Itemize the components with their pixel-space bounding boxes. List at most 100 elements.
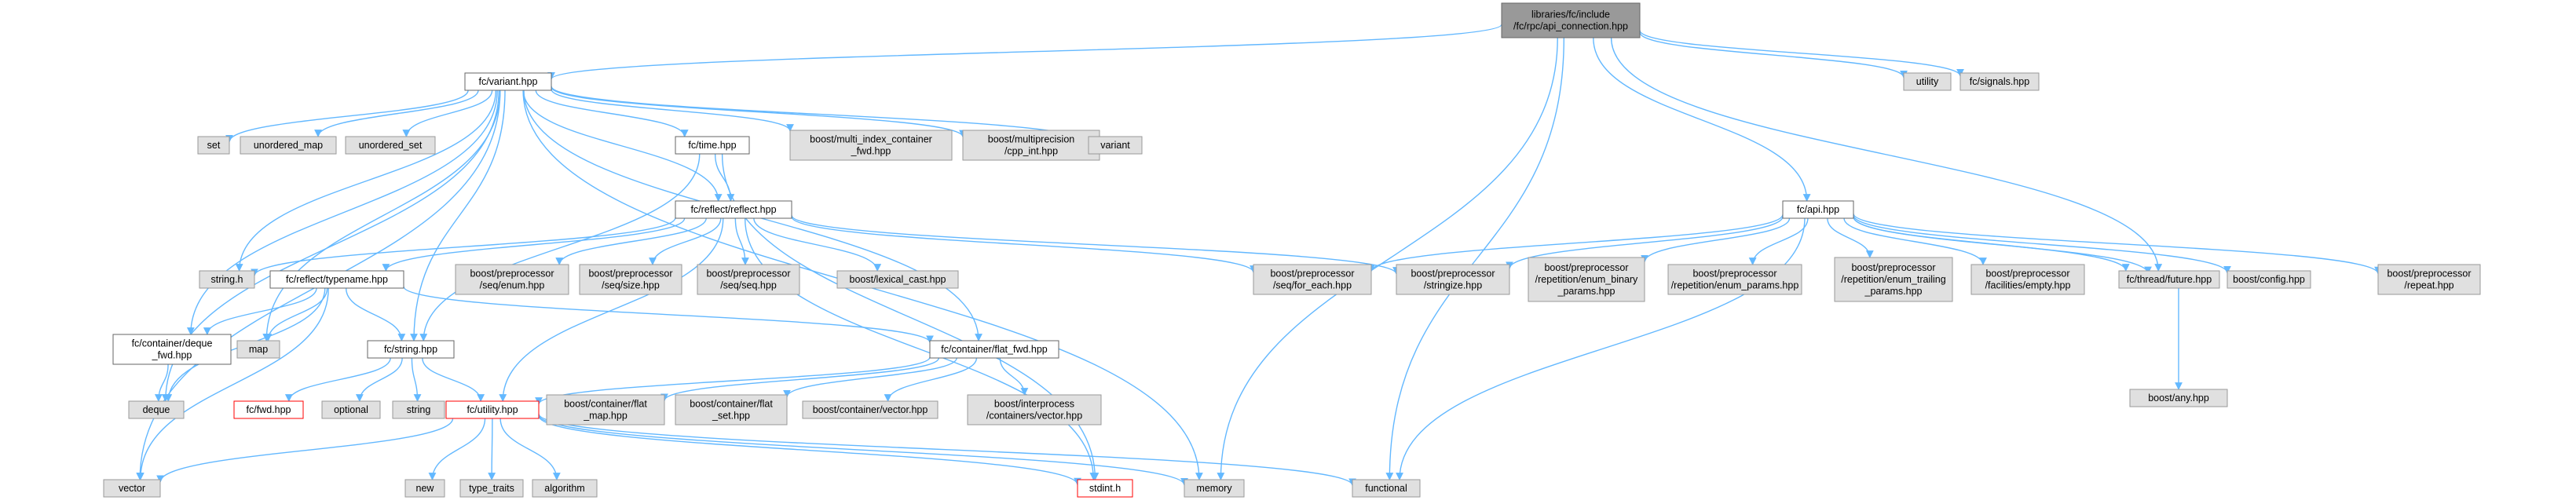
node-fwd[interactable]: fc/fwd.hpp bbox=[233, 400, 304, 419]
node-box bbox=[128, 400, 185, 419]
node-lexical_cast: boost/lexical_cast.hpp bbox=[836, 270, 959, 289]
edge-variant-to-deque_fwd bbox=[186, 89, 498, 335]
edge-api-to-config bbox=[1853, 214, 2231, 274]
node-box bbox=[697, 264, 800, 295]
node-variant_std: variant bbox=[1088, 136, 1143, 155]
node-label: string.h bbox=[211, 274, 243, 285]
node-unordered_set: unordered_set bbox=[345, 136, 436, 155]
node-label: fc/container/deque bbox=[132, 338, 213, 349]
edge-api-to-enum_binary bbox=[1641, 217, 1791, 263]
edge-deque_fwd-to-deque bbox=[154, 363, 169, 402]
node-map: map bbox=[236, 340, 280, 359]
node-label: fc/reflect/reflect.hpp bbox=[690, 204, 776, 215]
edge-reflect-to-string_h bbox=[251, 217, 676, 277]
node-typename[interactable]: fc/reflect/typename.hpp bbox=[269, 270, 404, 289]
edge-reflect-to-seq_seq bbox=[734, 217, 749, 265]
edge-variant-to-mic_fwd bbox=[551, 89, 794, 132]
node-string_h: string.h bbox=[199, 270, 255, 289]
node-box bbox=[2118, 270, 2220, 289]
node-label: fc/api.hpp bbox=[1797, 204, 1839, 215]
node-functional: functional bbox=[1352, 479, 1421, 498]
node-time[interactable]: fc/time.hpp bbox=[675, 136, 750, 155]
node-label: _fwd.hpp bbox=[152, 350, 192, 361]
node-label: memory bbox=[1196, 483, 1232, 494]
node-enum_params: boost/preprocessor/repetition/enum_param… bbox=[1667, 264, 1802, 295]
node-fc_string[interactable]: fc/string.hpp bbox=[367, 340, 455, 359]
node-box bbox=[675, 136, 750, 155]
node-mic_fwd: boost/multi_index_container_fwd.hpp bbox=[789, 130, 953, 161]
node-box bbox=[579, 264, 682, 295]
node-label: /repetition/enum_trailing bbox=[1841, 274, 1945, 285]
node-label: fc/utility.hpp bbox=[467, 404, 518, 415]
node-vector: vector bbox=[103, 479, 161, 498]
node-box bbox=[321, 400, 381, 419]
node-label: fc/reflect/typename.hpp bbox=[286, 274, 388, 285]
edge-root-to-variant bbox=[547, 24, 1502, 80]
edge-reflect-to-for_each bbox=[791, 216, 1257, 273]
edge-root-to-memory bbox=[1217, 37, 1558, 480]
edge-fc_string-to-fc_utility bbox=[422, 357, 485, 402]
node-deque: deque bbox=[128, 400, 185, 419]
node-box bbox=[967, 394, 1102, 425]
edge-flat_fwd-to-flat_set bbox=[783, 357, 957, 398]
edge-flat_fwd-to-flat_map bbox=[660, 357, 939, 402]
edge-variant-to-fc_string bbox=[410, 89, 506, 341]
node-config: boost/config.hpp bbox=[2227, 270, 2311, 289]
node-label: boost/preprocessor bbox=[2387, 268, 2471, 279]
node-label: _map.hpp bbox=[583, 411, 628, 422]
node-box bbox=[962, 130, 1100, 161]
node-box bbox=[1782, 200, 1854, 219]
node-stdint[interactable]: stdint.h bbox=[1077, 479, 1133, 498]
node-root[interactable]: libraries/fc/include/fc/rpc/api_connecti… bbox=[1501, 2, 1641, 38]
node-label: boost/interprocess bbox=[994, 399, 1074, 410]
node-flat_fwd[interactable]: fc/container/flat_fwd.hpp bbox=[929, 340, 1059, 359]
edge-fc_string-to-fwd bbox=[284, 357, 391, 402]
edge-variant-to-reflect bbox=[522, 89, 723, 202]
edge-flat_fwd-to-ipc_vector bbox=[999, 357, 1029, 396]
node-box bbox=[802, 400, 939, 419]
node-empty: boost/preprocessor/facilities/empty.hpp bbox=[1970, 264, 2085, 295]
node-enum_trailing: boost/preprocessor/repetition/enum_trail… bbox=[1834, 257, 1953, 302]
node-box bbox=[464, 72, 552, 91]
node-label: /cpp_int.hpp bbox=[1004, 146, 1058, 157]
node-label: boost/any.hpp bbox=[2148, 393, 2209, 404]
node-cpp_int: boost/multiprecision/cpp_int.hpp bbox=[962, 130, 1100, 161]
node-label: map bbox=[249, 344, 268, 355]
node-label: _fwd.hpp bbox=[851, 146, 891, 157]
node-cvector: boost/container/vector.hpp bbox=[802, 400, 939, 419]
node-label: /seq/seq.hpp bbox=[720, 280, 777, 291]
node-box bbox=[1253, 264, 1372, 295]
node-label: fc/time.hpp bbox=[688, 140, 736, 151]
edge-variant-to-unordered_set bbox=[402, 89, 493, 137]
edge-reflect-to-seq_size bbox=[649, 217, 722, 265]
node-variant[interactable]: fc/variant.hpp bbox=[464, 72, 552, 91]
node-label: /fc/rpc/api_connection.hpp bbox=[1513, 21, 1628, 32]
node-box bbox=[836, 270, 959, 289]
node-fc_utility[interactable]: fc/utility.hpp bbox=[445, 400, 540, 419]
node-label: _params.hpp bbox=[1557, 286, 1615, 297]
node-label: algorithm bbox=[544, 483, 584, 494]
node-label: variant bbox=[1100, 140, 1130, 151]
node-box bbox=[1077, 479, 1133, 498]
node-label: boost/preprocessor bbox=[1544, 262, 1628, 273]
node-utility_std: utility bbox=[1903, 72, 1952, 91]
node-box bbox=[1396, 264, 1510, 295]
node-label: fc/variant.hpp bbox=[478, 76, 537, 87]
node-for_each: boost/preprocessor/seq/for_each.hpp bbox=[1253, 264, 1372, 295]
node-label: /seq/enum.hpp bbox=[480, 280, 545, 291]
node-box bbox=[367, 340, 455, 359]
node-ipc_vector: boost/interprocess/containers/vector.hpp bbox=[967, 394, 1102, 425]
edge-variant-to-cpp_int bbox=[551, 86, 967, 138]
node-deque_fwd[interactable]: fc/container/deque_fwd.hpp bbox=[112, 334, 232, 365]
edge-flat_fwd-to-cvector bbox=[884, 357, 978, 402]
node-box bbox=[1970, 264, 2085, 295]
edge-root-to-api bbox=[1593, 37, 1811, 202]
node-label: /repeat.hpp bbox=[2404, 280, 2453, 291]
node-label: stdint.h bbox=[1089, 483, 1121, 494]
node-box bbox=[1501, 2, 1641, 38]
node-reflect[interactable]: fc/reflect/reflect.hpp bbox=[675, 200, 792, 219]
node-api[interactable]: fc/api.hpp bbox=[1782, 200, 1854, 219]
node-label: fc/string.hpp bbox=[384, 344, 437, 355]
edge-root-to-functional bbox=[1385, 37, 1565, 480]
edge-root-to-any bbox=[1610, 37, 2163, 272]
